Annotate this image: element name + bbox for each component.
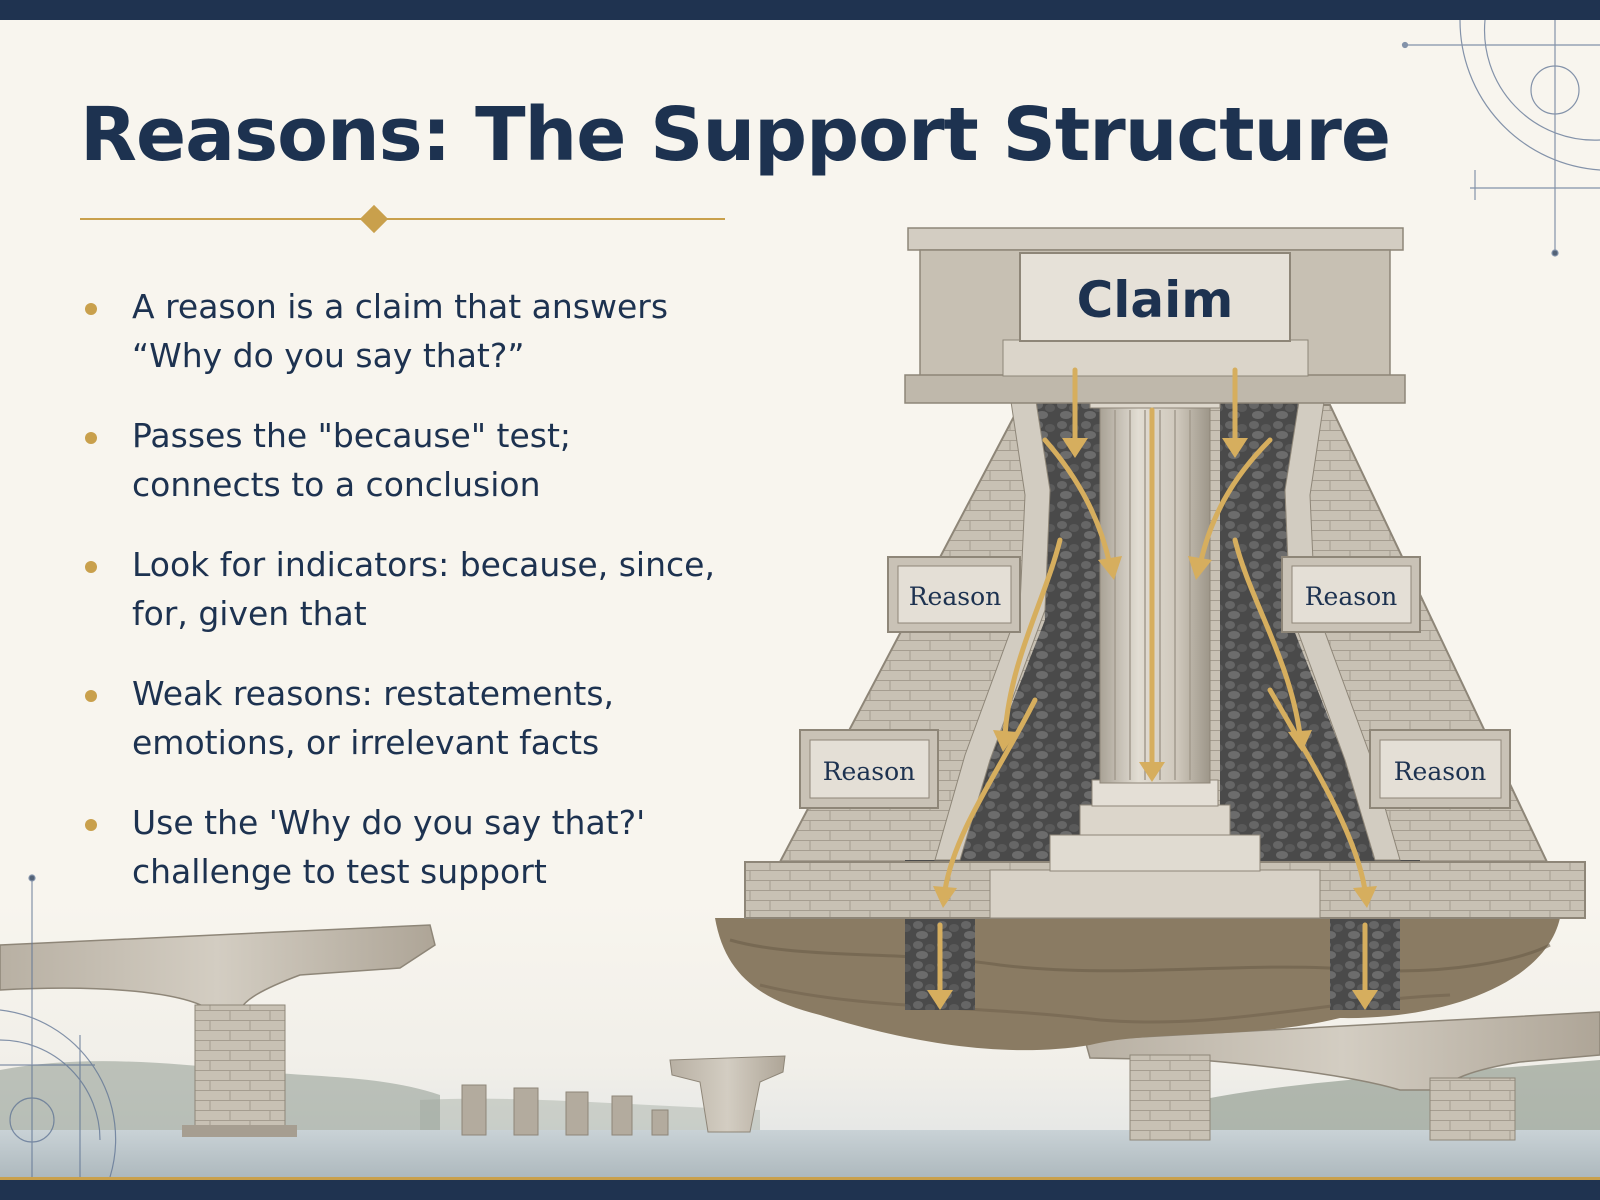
broken-bridge-left <box>0 924 436 1137</box>
rubble-core-right <box>1220 390 1420 890</box>
bullet-dot <box>85 819 97 831</box>
bullet-dot <box>85 690 97 702</box>
arrow-heads <box>927 438 1378 1010</box>
reason-label: Reason <box>1394 757 1487 786</box>
bullet-item: A reason is a claim that answers “Why do… <box>80 282 720 380</box>
bullet-dot <box>85 561 97 573</box>
bullet-item: Use the 'Why do you say that?' challenge… <box>80 798 720 896</box>
reason-label: Reason <box>1305 582 1398 611</box>
reason-sign-upper-right: Reason <box>1281 556 1421 633</box>
reason-sign-lower-left: Reason <box>799 729 939 809</box>
bottom-gold-line <box>0 1177 1600 1180</box>
bullet-dot <box>85 303 97 315</box>
reason-sign-lower-right: Reason <box>1369 729 1511 809</box>
reason-sign-upper-left: Reason <box>887 556 1021 633</box>
title-divider <box>80 218 725 220</box>
bullet-dot <box>85 432 97 444</box>
bullet-text: Look for indicators: because, since, for… <box>132 545 715 633</box>
reason-label: Reason <box>909 582 1002 611</box>
broken-bridge-right <box>1084 1011 1600 1141</box>
bullet-item: Weak reasons: restatements, emotions, or… <box>80 669 720 767</box>
blueprint-decoration-bottom <box>0 874 117 1178</box>
top-accent-bar <box>0 0 1600 20</box>
load-arrows <box>937 367 1368 998</box>
hills-center <box>420 1098 760 1140</box>
bullet-item: Look for indicators: because, since, for… <box>80 540 720 638</box>
claim-label: Claim <box>1077 271 1234 329</box>
bottom-accent-bar <box>0 1180 1600 1200</box>
claim-plaque: Claim <box>1019 252 1291 342</box>
bullet-list: A reason is a claim that answers “Why do… <box>80 282 720 927</box>
bullet-text: Weak reasons: restatements, emotions, or… <box>132 674 615 762</box>
bullet-text: A reason is a claim that answers “Why do… <box>132 287 669 375</box>
earth-base <box>715 918 1560 1051</box>
slide-title: Reasons: The Support Structure <box>80 92 1391 178</box>
bullet-item: Passes the "because" test; connects to a… <box>80 411 720 509</box>
reason-label: Reason <box>823 757 916 786</box>
ruined-pillars <box>461 1055 786 1136</box>
bullet-text: Passes the "because" test; connects to a… <box>132 416 572 504</box>
water <box>0 1130 1600 1177</box>
blueprint-decoration-top <box>1401 19 1600 257</box>
rubble-core-left <box>905 390 1105 890</box>
bullet-text: Use the 'Why do you say that?' challenge… <box>132 803 646 891</box>
